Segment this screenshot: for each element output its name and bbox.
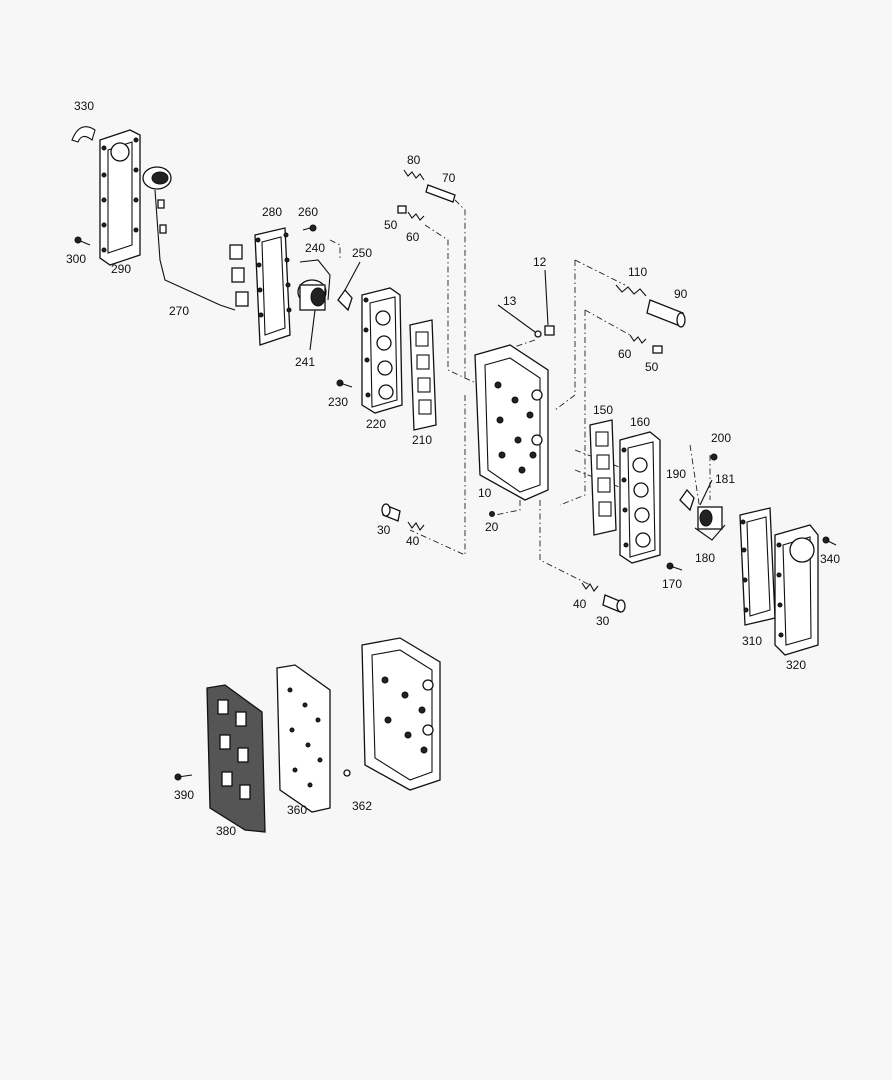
part-270-wiring-harness <box>142 166 249 311</box>
part-260-ball <box>309 224 317 232</box>
part-220-valve-body <box>361 287 403 414</box>
part-40b-spring <box>581 582 599 592</box>
part-80-spring <box>403 169 425 181</box>
label-250: 250 <box>352 246 372 260</box>
label-380: 380 <box>216 824 236 838</box>
label-330: 330 <box>74 99 94 113</box>
label-280: 280 <box>262 205 282 219</box>
label-12: 12 <box>533 255 547 269</box>
label-20: 20 <box>485 520 499 534</box>
label-300: 300 <box>66 252 86 266</box>
label-60b: 60 <box>618 347 632 361</box>
label-390: 390 <box>174 788 194 802</box>
label-50b: 50 <box>645 360 659 374</box>
part-320-cover-plate <box>774 524 819 656</box>
part-300-screw <box>74 236 91 246</box>
label-160: 160 <box>630 415 650 429</box>
part-340-screw <box>822 536 837 546</box>
label-13: 13 <box>503 294 517 308</box>
part-40a-spring <box>407 521 425 531</box>
part-280-gasket <box>254 227 292 346</box>
label-360: 360 <box>287 803 307 817</box>
part-labels: 330 300 290 270 280 260 240 250 241 230 … <box>66 99 840 838</box>
label-230: 230 <box>328 395 348 409</box>
label-30b: 30 <box>596 614 610 628</box>
label-340: 340 <box>820 552 840 566</box>
label-362: 362 <box>352 799 372 813</box>
label-180: 180 <box>695 551 715 565</box>
part-12-plug <box>544 325 555 336</box>
part-230-screw <box>336 379 353 388</box>
part-250-bracket <box>337 261 361 312</box>
label-260: 260 <box>298 205 318 219</box>
label-310: 310 <box>742 634 762 648</box>
label-90: 90 <box>674 287 688 301</box>
part-50b-plug <box>652 345 663 354</box>
part-362-ball <box>343 769 351 777</box>
part-170-screw <box>666 562 683 571</box>
label-50a: 50 <box>384 218 398 232</box>
part-360-plate <box>276 664 331 813</box>
part-180-181-solenoid <box>694 479 726 541</box>
label-40b: 40 <box>573 597 587 611</box>
label-320: 320 <box>786 658 806 672</box>
part-310-gasket <box>739 507 776 626</box>
part-60a-spring <box>407 211 425 221</box>
part-160-valve-body <box>619 431 661 564</box>
leader-lines <box>302 227 549 333</box>
label-10: 10 <box>478 486 492 500</box>
part-240-241-solenoid <box>297 259 331 351</box>
label-80: 80 <box>407 153 421 167</box>
label-70: 70 <box>442 171 456 185</box>
label-110: 110 <box>628 265 647 279</box>
part-30a-plug <box>381 503 401 522</box>
label-60a: 60 <box>406 230 420 244</box>
label-220: 220 <box>366 417 386 431</box>
assembled-valve-block <box>361 637 441 791</box>
part-90-valve <box>646 299 686 328</box>
part-290-cover-plate <box>99 129 141 266</box>
part-110-spring <box>615 284 647 297</box>
part-50a-plug <box>397 205 407 214</box>
part-210-gasket <box>409 319 437 431</box>
part-190-bracket <box>679 488 695 512</box>
part-390-screw <box>174 773 193 781</box>
part-30b-plug <box>602 594 626 613</box>
label-181: 181 <box>715 472 735 486</box>
label-190: 190 <box>666 467 686 481</box>
part-13-ring <box>534 330 542 338</box>
label-241: 241 <box>295 355 315 369</box>
label-290: 290 <box>111 262 131 276</box>
label-30a: 30 <box>377 523 391 537</box>
label-210: 210 <box>412 433 432 447</box>
part-150-gasket <box>589 419 617 536</box>
part-330-clip <box>71 126 96 143</box>
part-70-valve <box>425 184 456 203</box>
part-380-plate <box>206 684 266 833</box>
label-170: 170 <box>662 577 682 591</box>
label-270: 270 <box>169 304 189 318</box>
label-150: 150 <box>593 403 613 417</box>
label-40a: 40 <box>406 534 420 548</box>
part-20-ball <box>489 511 495 517</box>
label-200: 200 <box>711 431 731 445</box>
label-240: 240 <box>305 241 325 255</box>
part-200-ball <box>710 453 718 461</box>
part-60b-spring <box>629 334 647 344</box>
part-10-main-valve-housing <box>474 344 549 501</box>
